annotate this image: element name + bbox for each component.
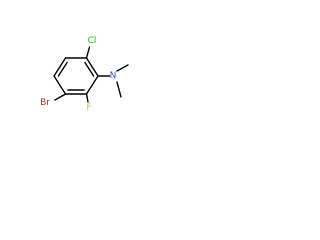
bond-n-methyl-upper [116, 64, 129, 72]
ring-bond-c5-c6 [53, 57, 67, 77]
ring-bond-c4-c5 [53, 75, 67, 95]
ring-double-bond-c1-c2 [84, 61, 95, 77]
bond-c3-f [85, 93, 89, 103]
bond-c1-cl [85, 46, 91, 59]
atom-label-br: Br [40, 98, 50, 108]
ring-bond-c1-c2 [85, 57, 99, 77]
atom-label-cl: Cl [88, 36, 97, 46]
chemical-structure: Cl N F Br [40, 36, 129, 113]
bond-n-methyl-lower [116, 81, 122, 98]
ring-bond-c2-c3 [85, 75, 99, 95]
ring-double-bond-c5-c6 [57, 61, 68, 77]
atom-label-n: N [110, 71, 117, 81]
atom-label-f: F [86, 103, 91, 113]
atom-labels: Cl N F Br [40, 36, 116, 113]
bonds [53, 46, 129, 103]
bond-c4-br [54, 93, 67, 101]
